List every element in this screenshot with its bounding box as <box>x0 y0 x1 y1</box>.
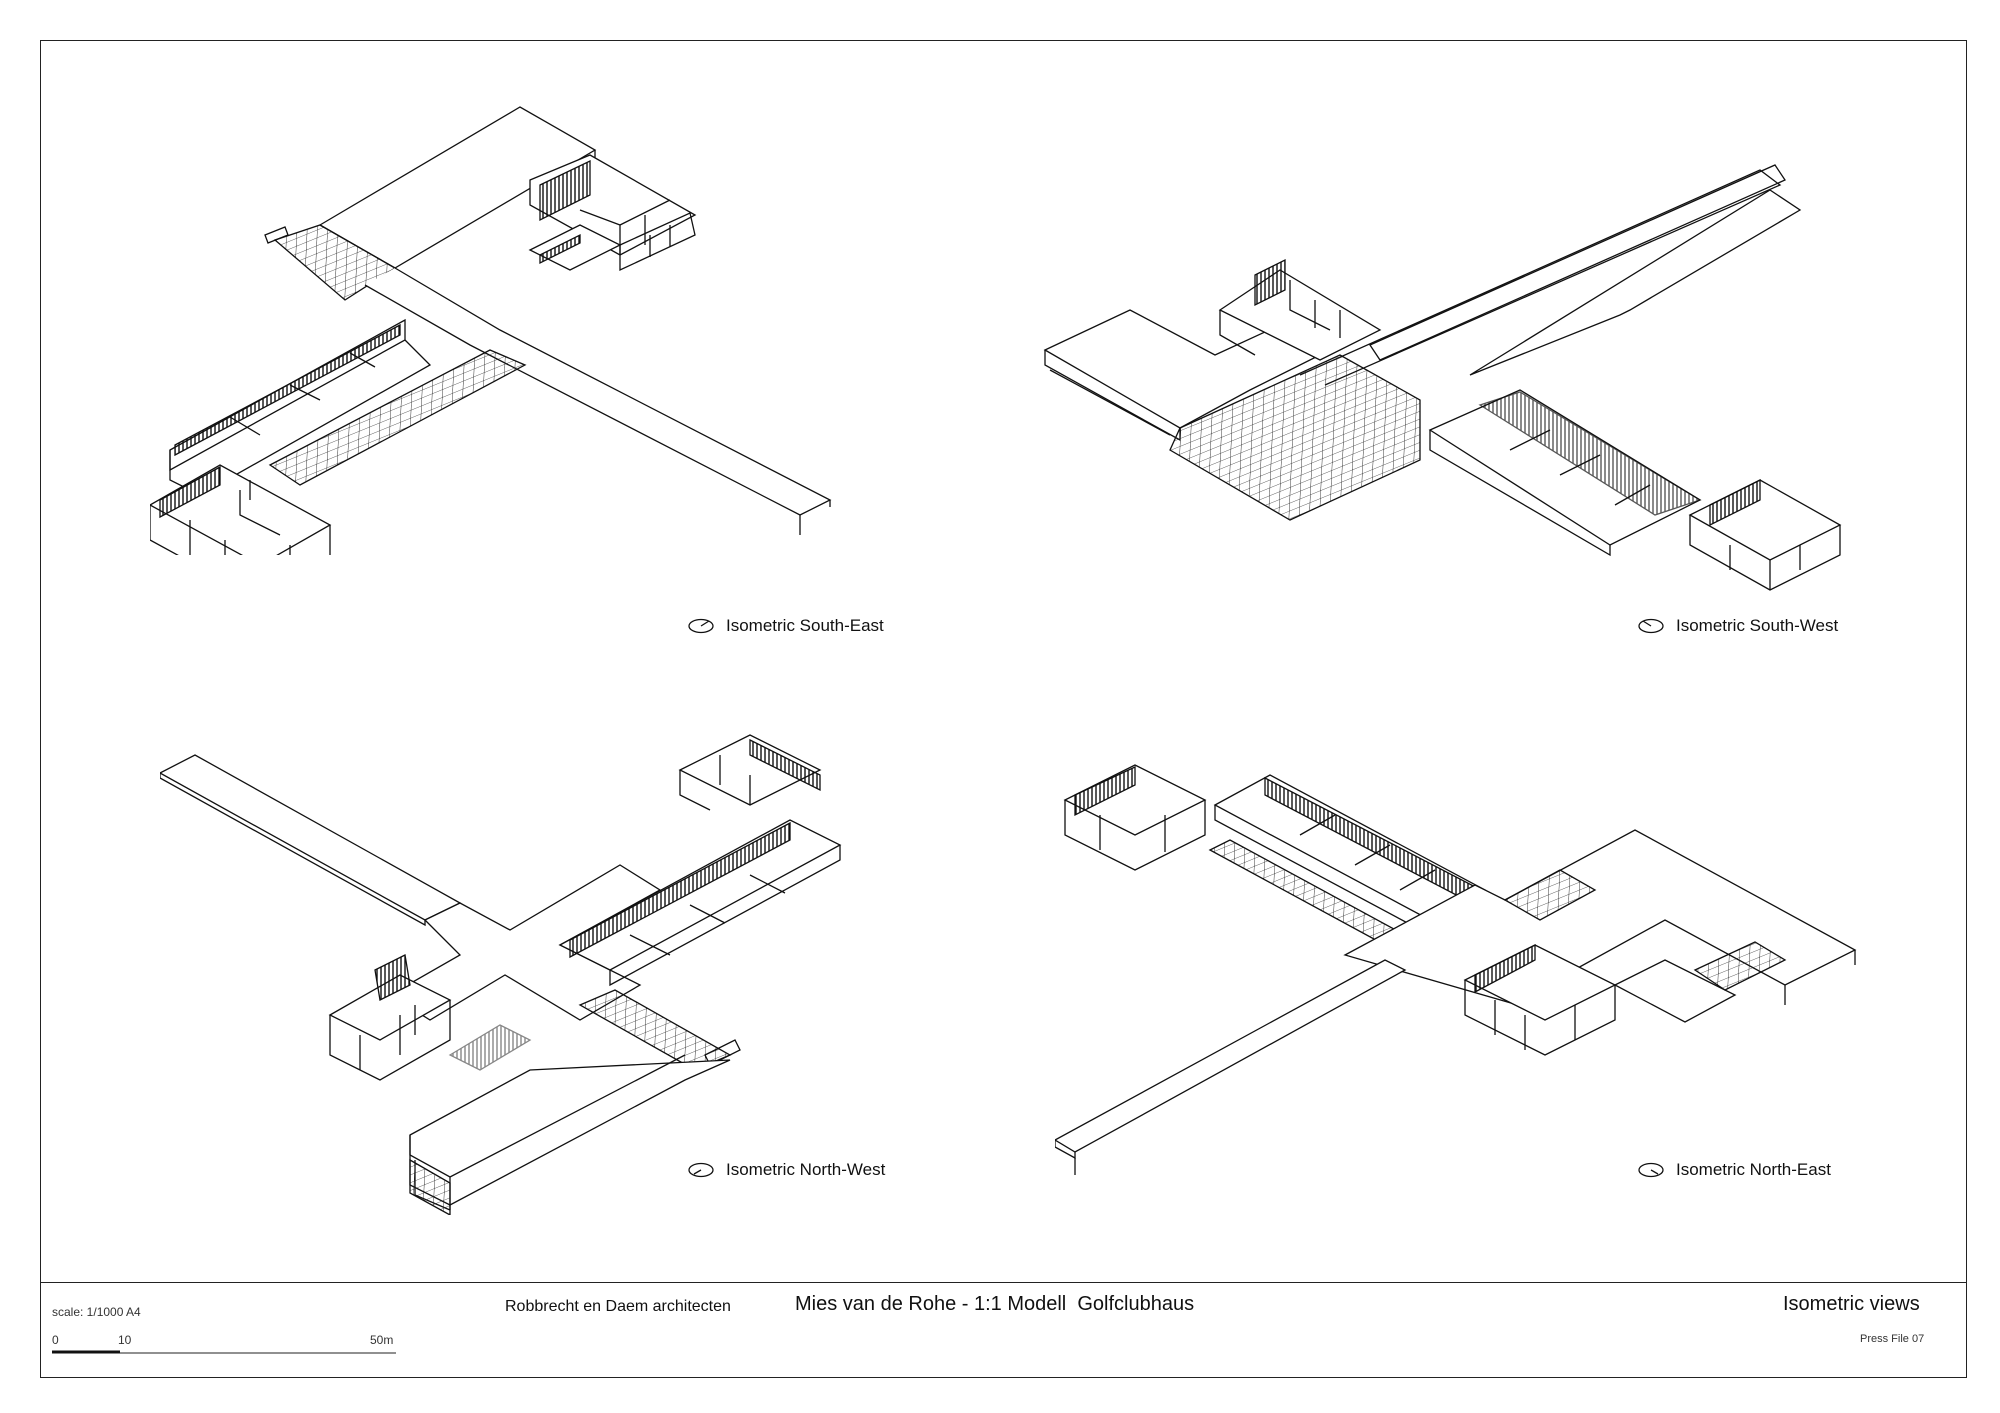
north-arrow-icon <box>688 618 714 634</box>
office-name: Robbrecht en Daem architecten <box>505 1298 731 1315</box>
view-label-text: Isometric North-West <box>726 1160 886 1179</box>
scale-bar <box>52 1350 396 1354</box>
north-arrow-icon <box>1638 618 1664 634</box>
scale-tick-0: 0 <box>52 1333 59 1347</box>
isometric-south-east-drawing <box>150 106 832 555</box>
view-label-text: Isometric South-East <box>726 616 884 635</box>
view-label-text: Isometric North-East <box>1676 1160 1831 1179</box>
project-title: Mies van de Rohe - 1:1 Modell Golfclubha… <box>795 1293 1195 1315</box>
sheet-title: Isometric views <box>1783 1293 1920 1315</box>
scale-text: scale: 1/1000 A4 <box>52 1305 141 1319</box>
view-label-south-east: Isometric South-East <box>688 616 884 636</box>
scale-tick-50m: 50m <box>370 1333 394 1347</box>
view-label-south-west: Isometric South-West <box>1638 616 1838 636</box>
isometric-north-east-drawing <box>1055 764 1857 1175</box>
title-block-divider <box>40 1282 1967 1283</box>
view-label-north-west: Isometric North-West <box>688 1160 885 1180</box>
north-arrow-icon <box>688 1162 714 1178</box>
north-arrow-icon <box>1638 1162 1664 1178</box>
scale-tick-10: 10 <box>118 1333 132 1347</box>
isometric-north-west-drawing <box>160 734 842 1215</box>
sheet-number: Press File 07 <box>1860 1333 1925 1345</box>
view-label-text: Isometric South-West <box>1676 616 1839 635</box>
drawing-sheet-frame <box>40 40 1967 1378</box>
isometric-south-west-drawing <box>1043 164 1842 591</box>
view-label-north-east: Isometric North-East <box>1638 1160 1831 1180</box>
